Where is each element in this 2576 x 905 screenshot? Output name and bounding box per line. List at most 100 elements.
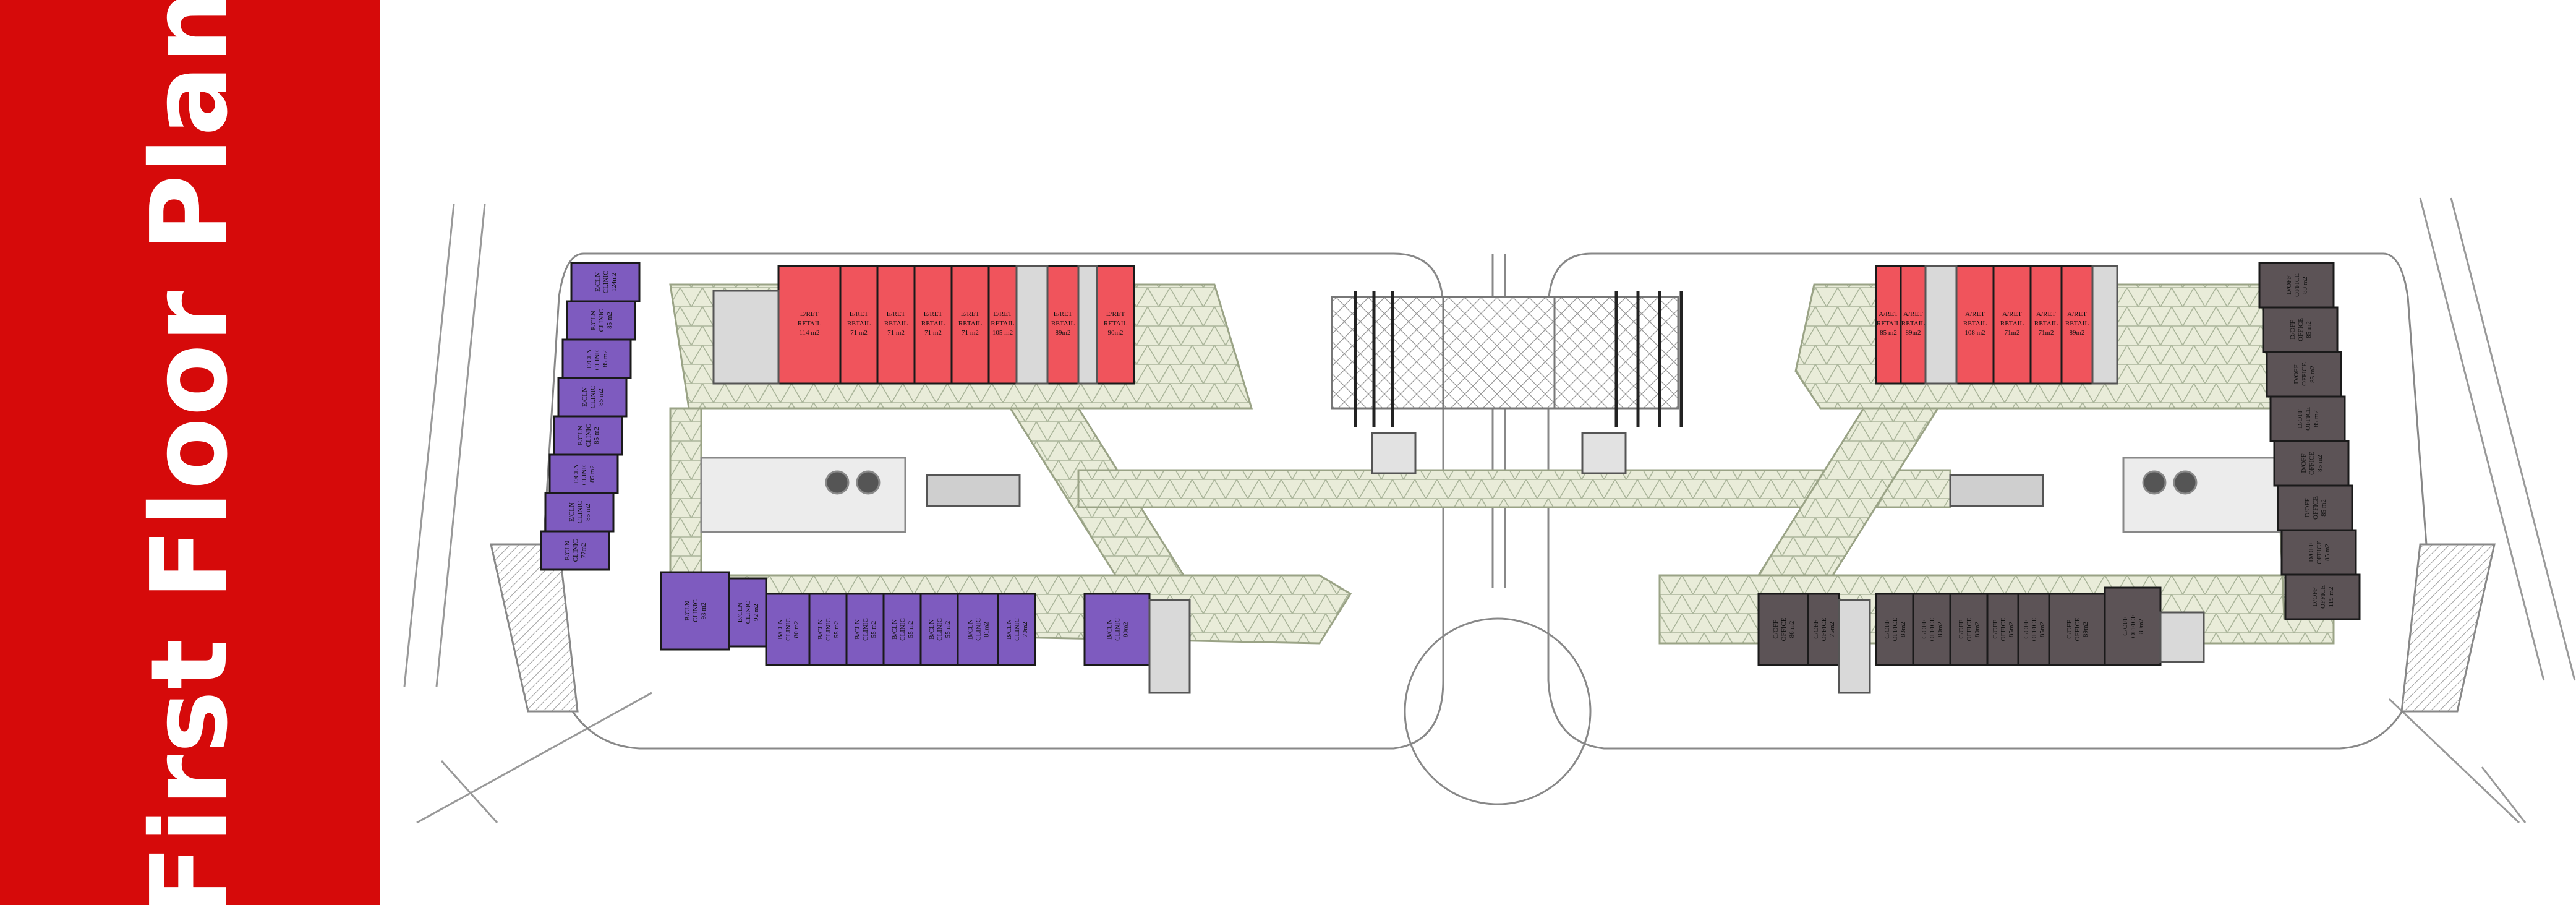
unit-label: RETAIL — [1104, 320, 1128, 327]
unit-label: CLINIC — [594, 348, 601, 371]
unit-label: RETAIL — [798, 320, 822, 327]
unit-label: E/RET — [850, 311, 869, 318]
unit-label: E/RET — [993, 311, 1012, 318]
unit-label: CLINIC — [744, 601, 752, 624]
unit-block — [557, 377, 628, 418]
unit-label: 71 m2 — [850, 329, 868, 337]
unit-label: OFFICE — [2312, 496, 2319, 520]
unit-label: 75m2 — [1828, 622, 1836, 637]
unit-block — [2284, 573, 2361, 620]
unit-block — [2029, 265, 2063, 385]
unit-label: D/OFF — [2308, 543, 2315, 562]
unit-label: 71 m2 — [924, 329, 942, 337]
unit-label: RETAIL — [2034, 320, 2058, 327]
unit-label: 55 m2 — [944, 621, 952, 638]
unit-label: C/OFF — [1992, 620, 1999, 639]
unit-block — [544, 492, 615, 533]
unit-label: 83m2 — [1900, 622, 1907, 637]
unit-label: CLINIC — [598, 309, 605, 332]
courtyards — [700, 457, 2298, 533]
unit-label: CLINIC — [1013, 618, 1021, 641]
unit-block — [2277, 484, 2353, 531]
unit-label: OFFICE — [1891, 617, 1899, 641]
unit-label: RETAIL — [921, 320, 945, 327]
unit-label: C/OFF — [2023, 620, 2030, 639]
unit-label: 71m2 — [2004, 329, 2019, 337]
unit-label: E/RET — [887, 311, 906, 318]
unit-label: OFFICE — [2130, 614, 2137, 638]
unit-label: B/CLN — [854, 619, 861, 639]
unit-label: CLINIC — [576, 501, 584, 524]
unit-label: OFFICE — [2301, 362, 2308, 386]
unit-label: 85 m2 — [1880, 329, 1897, 337]
unit-label: B/CLN — [1106, 619, 1114, 639]
unit-label: 77m2 — [580, 543, 587, 558]
unit-label: E/CLN — [577, 426, 584, 445]
unit-label: B/CLN — [777, 619, 784, 639]
unit-label: 93 m2 — [700, 603, 707, 620]
page-title: First Floor Plan — [129, 0, 251, 905]
unit-label: 55 m2 — [833, 621, 840, 638]
unit-label: C/OFF — [1958, 620, 1965, 639]
unit-block — [1900, 265, 1927, 385]
unit-label: D/OFF — [2285, 275, 2293, 294]
unit-label: E/RET — [924, 311, 943, 318]
retail-left-unit: E/RET RETAIL 71 m2 — [913, 265, 953, 385]
unit-label: CLINIC — [862, 618, 869, 641]
unit-label: 90m2 — [1107, 329, 1123, 337]
unit-label: 85 m2 — [2309, 366, 2316, 383]
unit-label: B/CLN — [817, 619, 824, 639]
unit-label: 119 m2 — [2327, 587, 2335, 607]
unit-label: OFFICE — [2319, 585, 2327, 609]
unit-label: E/CLN — [590, 311, 597, 330]
unit-label: CLINIC — [899, 618, 906, 641]
unit-label: C/OFF — [2066, 620, 2073, 639]
unit-label: RETAIL — [1051, 320, 1075, 327]
unit-label: OFFICE — [1820, 617, 1828, 641]
unit-label: 80m2 — [1937, 622, 1944, 637]
unit-label: OFFICE — [1780, 617, 1788, 641]
unit-block — [1757, 593, 1809, 666]
building-cores — [712, 265, 2205, 694]
unit-label: 70m2 — [1021, 622, 1029, 637]
unit-label: 85 m2 — [606, 312, 613, 329]
unit-label: OFFICE — [2316, 541, 2323, 564]
plaza-stair-cores — [926, 432, 2044, 507]
unit-label: OFFICE — [2308, 452, 2316, 475]
unit-label: C/OFF — [1812, 620, 1820, 639]
unit-label: A/RET — [2002, 311, 2022, 318]
unit-label: 85 m2 — [602, 350, 609, 367]
unit-label: RETAIL — [1901, 320, 1926, 327]
unit-label: RETAIL — [2065, 320, 2089, 327]
unit-label: CLINIC — [585, 424, 592, 447]
unit-label: E/CLN — [594, 272, 602, 292]
unit-label: 55 m2 — [870, 621, 877, 638]
unit-label: 85 m2 — [2324, 544, 2331, 561]
unit-label: A/RET — [1903, 311, 1923, 318]
unit-label: 85 m2 — [2305, 321, 2313, 338]
unit-label: CLINIC — [589, 386, 597, 409]
unit-block — [540, 530, 610, 571]
